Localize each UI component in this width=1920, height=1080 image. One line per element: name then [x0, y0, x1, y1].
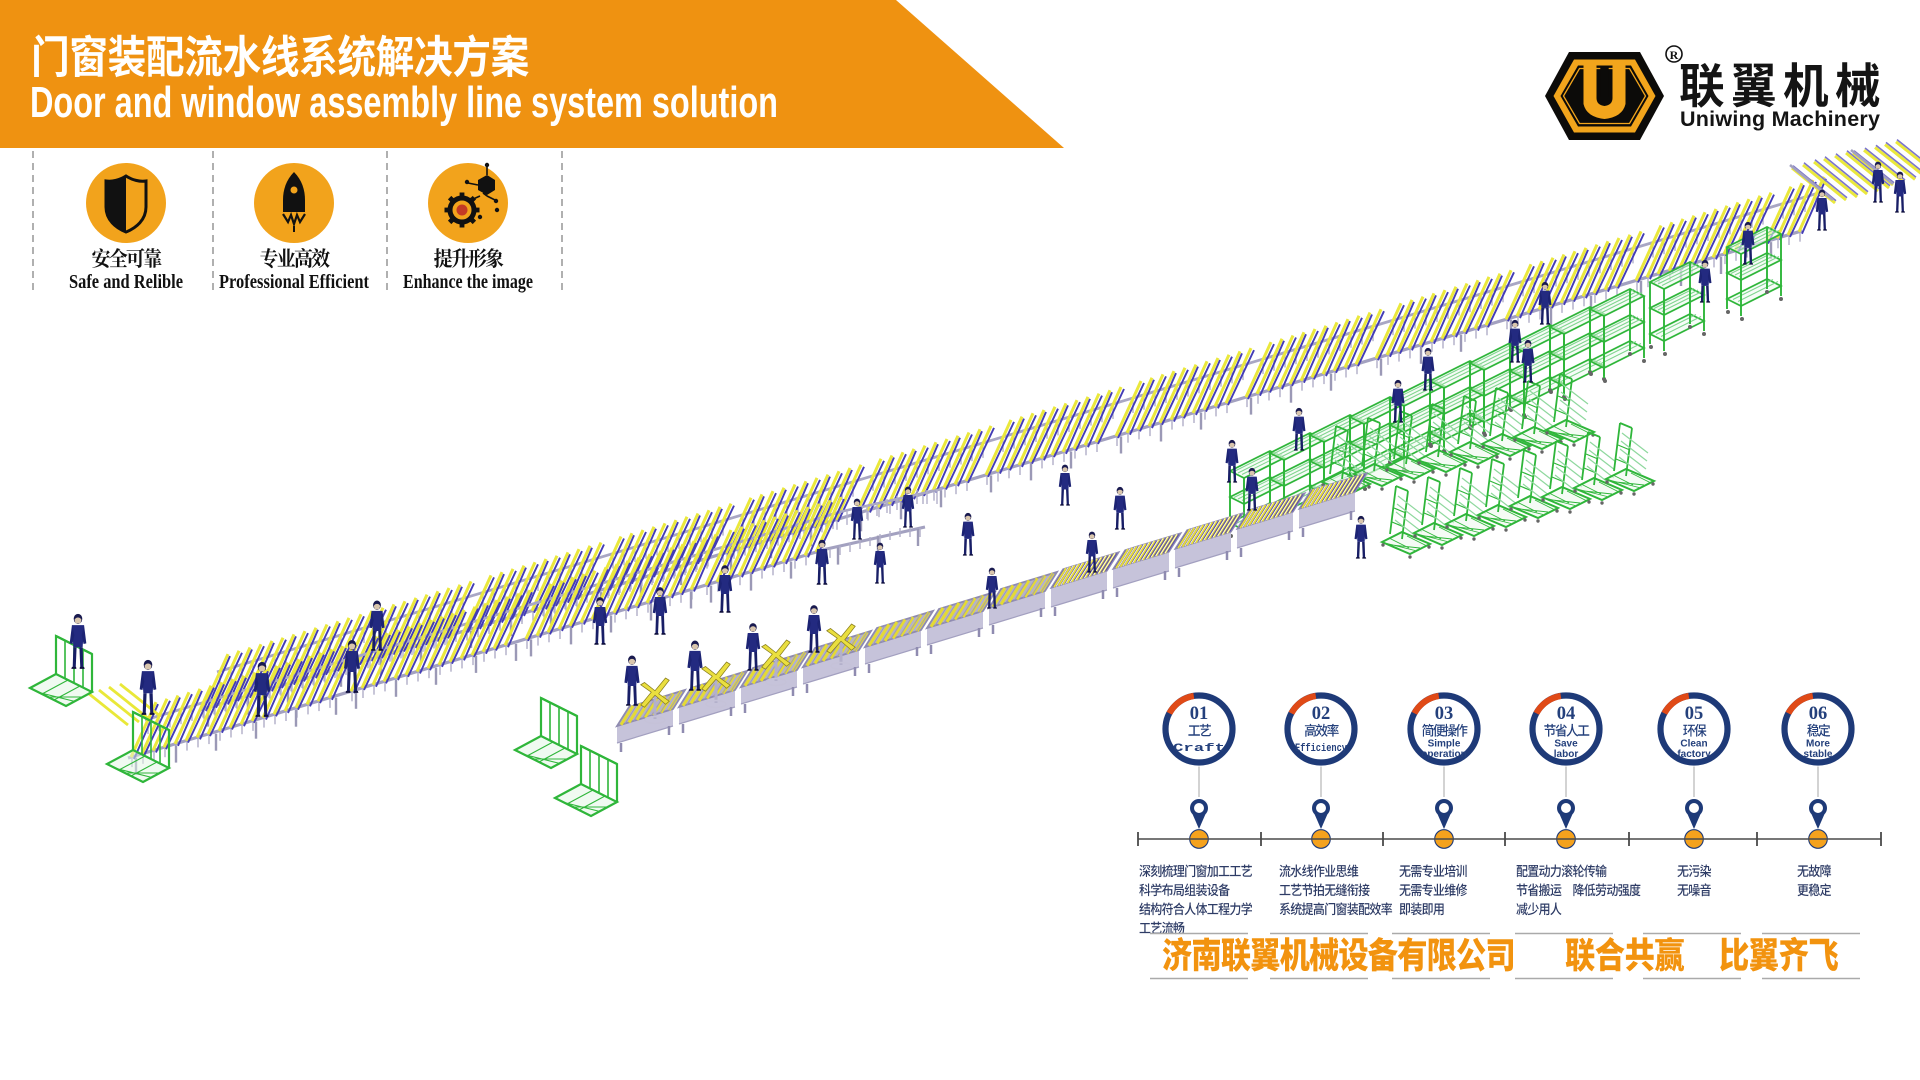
svg-text:Save: Save	[1554, 739, 1578, 750]
svg-text:Craft: Craft	[1173, 743, 1225, 755]
svg-text:05: 05	[1685, 704, 1704, 724]
svg-text:stable: stable	[1804, 749, 1833, 760]
svg-text:Efficiency: Efficiency	[1295, 743, 1347, 755]
svg-text:06: 06	[1809, 704, 1828, 724]
svg-text:03: 03	[1435, 704, 1454, 724]
svg-text:factory: factory	[1677, 749, 1711, 760]
svg-text:More: More	[1806, 739, 1830, 750]
svg-text:Door and window assembly line: Door and window assembly line system sol…	[30, 78, 778, 127]
svg-text:operation: operation	[1421, 749, 1467, 760]
svg-text:01: 01	[1190, 704, 1209, 724]
svg-text:04: 04	[1557, 704, 1576, 724]
svg-text:Simple: Simple	[1428, 739, 1461, 750]
svg-text:Safe and Relible: Safe and Relible	[69, 271, 183, 293]
svg-text:02: 02	[1312, 704, 1331, 724]
svg-text:labor: labor	[1554, 749, 1579, 760]
svg-text:Enhance the image: Enhance the image	[403, 271, 533, 293]
svg-text:Clean: Clean	[1680, 739, 1707, 750]
svg-text:Professional Efficient: Professional Efficient	[219, 271, 369, 293]
svg-text:Uniwing Machinery: Uniwing Machinery	[1680, 107, 1880, 131]
svg-text:R: R	[1670, 48, 1679, 62]
